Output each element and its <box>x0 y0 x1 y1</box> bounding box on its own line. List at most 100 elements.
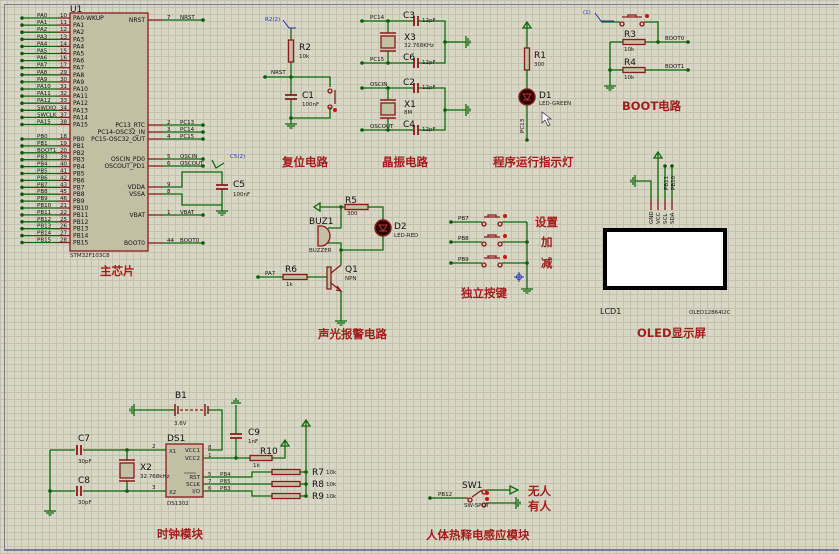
d1-led[interactable] <box>518 88 536 106</box>
d1-led-glyph <box>522 93 532 101</box>
pin-net: PB0 <box>37 134 48 140</box>
q1-transistor[interactable] <box>326 266 332 290</box>
x2-crystal-body[interactable] <box>119 462 135 479</box>
power-arrow-icon <box>509 484 520 496</box>
junction-dot <box>20 220 24 224</box>
wire <box>291 107 331 119</box>
junction-dot <box>20 108 24 113</box>
junction-dot <box>20 87 24 91</box>
key-label: 减 <box>541 256 553 270</box>
net-label: PB3 <box>220 486 231 492</box>
crosshair-ring <box>516 274 522 280</box>
section-title-mcu: 主芯片 <box>100 264 135 278</box>
junction-dot <box>360 61 364 65</box>
pin-name: PB2 <box>73 150 85 157</box>
wire <box>162 171 223 188</box>
junction-dot <box>449 240 453 244</box>
junction-dot <box>20 122 24 127</box>
capacitor[interactable] <box>413 125 419 135</box>
r4-resistor[interactable] <box>622 66 646 74</box>
pir-person-label: 有人 <box>528 499 551 513</box>
pin-number: 38 <box>60 120 67 126</box>
pin-number: 46 <box>60 196 67 202</box>
junction-dot <box>20 51 24 56</box>
b1-battery[interactable] <box>174 404 209 416</box>
pin-number: 11 <box>60 20 67 26</box>
sw1-switch[interactable] <box>465 489 487 508</box>
crystal[interactable] <box>380 32 396 52</box>
junction-dot <box>201 157 205 161</box>
buzzer[interactable] <box>317 225 331 247</box>
key-button[interactable] <box>481 234 503 247</box>
x2-crystal[interactable] <box>119 459 135 482</box>
pin-net: PA1 <box>37 20 47 26</box>
junction-dot <box>201 137 205 141</box>
junction-dot <box>256 275 260 279</box>
capacitor[interactable] <box>413 58 419 68</box>
pin-number: 40 <box>60 162 67 168</box>
junction-dot <box>201 164 205 168</box>
pin-net: VBAT <box>180 210 195 216</box>
pin-net: PA10 <box>37 84 51 90</box>
pin-name: PA9 <box>73 79 84 86</box>
pin-net: PA0 <box>37 13 48 19</box>
pin-net: NRST <box>180 15 195 21</box>
pin-name: BOOT0 <box>124 240 145 247</box>
net-label: NRST <box>271 70 286 76</box>
key-button[interactable] <box>481 214 503 227</box>
c1-capacitor[interactable] <box>285 94 297 100</box>
pin-number: 26 <box>60 224 67 230</box>
pin-number: 28 <box>60 238 67 244</box>
r6-resistor[interactable] <box>282 273 308 281</box>
crystal[interactable] <box>380 99 396 119</box>
ground-icon <box>44 505 56 516</box>
c8-capacitor[interactable] <box>76 486 82 496</box>
crystal-body[interactable] <box>380 102 396 116</box>
pin-net: SWCLK <box>37 112 57 118</box>
oled-display[interactable] <box>603 228 727 290</box>
pullup-resistor[interactable] <box>271 468 301 476</box>
reset-button[interactable] <box>327 88 336 110</box>
pin-number: 2 <box>152 444 156 450</box>
pullup-resistor[interactable] <box>271 492 301 500</box>
c9-value: 1nF <box>248 439 258 445</box>
junction-dot <box>20 240 24 245</box>
net-label: PB4 <box>220 472 231 478</box>
buzzer-ref: BUZ1 <box>309 217 334 227</box>
junction-dot <box>525 138 529 142</box>
pullup-resistor[interactable] <box>271 480 301 488</box>
pullup-ref: R8 <box>312 480 324 490</box>
r3-resistor[interactable] <box>622 38 646 46</box>
power-arrow-icon <box>279 438 291 452</box>
probe-label: (1) <box>583 10 591 16</box>
stm32-chip[interactable] <box>69 12 149 252</box>
capacitor[interactable] <box>413 83 419 93</box>
c9-capacitor[interactable] <box>230 433 242 439</box>
junction-dot <box>20 192 24 196</box>
c7-capacitor[interactable] <box>76 445 82 455</box>
pin-number: 18 <box>60 134 67 140</box>
pin-name: PA11 <box>73 93 88 100</box>
r10-value: 1k <box>253 463 260 469</box>
capacitor[interactable] <box>413 16 419 26</box>
section-title-oled: OLED显示屏 <box>637 326 707 340</box>
ds1-ref: DS1 <box>167 434 185 444</box>
d2-led[interactable] <box>374 219 392 237</box>
probe-label: R2(2) <box>265 17 280 23</box>
r1-resistor[interactable] <box>523 47 531 71</box>
key-button[interactable] <box>481 255 503 268</box>
ds1302-chip[interactable] <box>165 443 204 498</box>
section-title-clock: 时钟模块 <box>157 527 203 541</box>
junction-dot <box>48 489 52 493</box>
section-title-crystal: 晶振电路 <box>382 155 428 169</box>
crystal-body[interactable] <box>380 35 396 49</box>
r3-value: 10k <box>624 47 635 53</box>
wire <box>328 242 342 265</box>
r2-resistor[interactable] <box>287 39 295 63</box>
r2-value: 10k <box>299 54 310 60</box>
cap-value: 12pF <box>422 60 436 66</box>
boot-button[interactable] <box>619 14 645 27</box>
pin-number: 43 <box>60 182 67 188</box>
c5-capacitor[interactable] <box>216 184 228 190</box>
